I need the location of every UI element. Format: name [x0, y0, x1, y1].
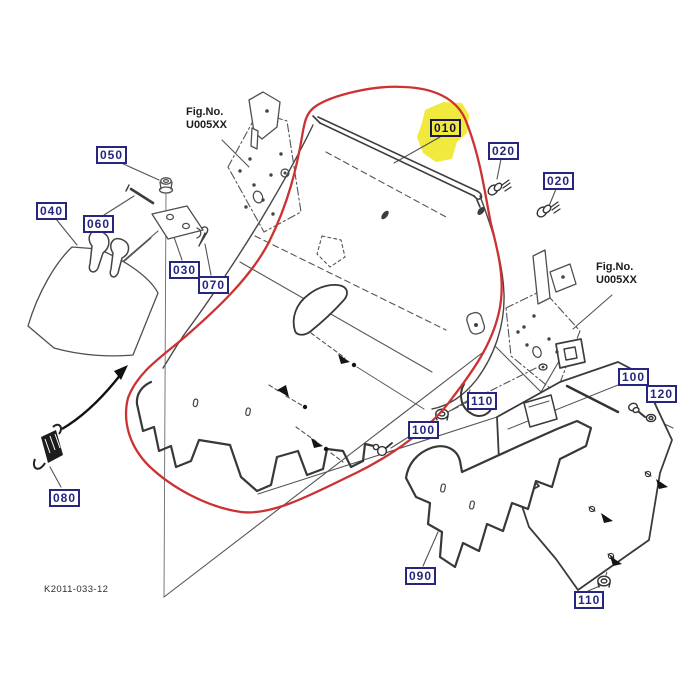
small-screws	[588, 470, 652, 560]
part-label-070[interactable]: 070	[198, 276, 230, 294]
part-080-spring	[33, 423, 63, 470]
plate-holes	[238, 152, 559, 371]
part-label-080[interactable]: 080	[49, 489, 81, 507]
panel-lower-lip	[135, 380, 376, 493]
part-label-100b[interactable]: 100	[618, 368, 650, 386]
fig-ref-1-line2: U005XX	[186, 118, 227, 131]
part-030-hinge-plate	[151, 205, 204, 240]
part-label-090[interactable]: 090	[405, 567, 437, 585]
nut-120	[645, 413, 657, 423]
part-010-hinge-bar	[312, 115, 483, 208]
part-label-060[interactable]: 060	[83, 215, 115, 233]
fig-ref-2-line1: Fig.No.	[596, 261, 634, 273]
fig-ref-2-line2: U005XX	[596, 273, 637, 286]
fig-ref-2: Fig.No. U005XX	[596, 261, 637, 286]
part-label-040[interactable]: 040	[36, 202, 68, 220]
fig-ref-1: Fig.No. U005XX	[186, 106, 227, 131]
part-label-100a[interactable]: 100	[408, 421, 440, 439]
bolt-020-b	[536, 201, 561, 218]
part-label-110b[interactable]: 110	[574, 591, 605, 609]
part-070-pin	[198, 226, 209, 247]
part-shapes	[27, 91, 673, 591]
red-selection-circle	[124, 85, 503, 514]
fasteners	[372, 179, 657, 588]
fig-ref-1-line1: Fig.No.	[186, 106, 224, 118]
part-label-020b[interactable]: 020	[543, 172, 575, 190]
nut-110-b	[597, 575, 611, 588]
chute-outline	[292, 283, 348, 336]
part-label-030[interactable]: 030	[169, 261, 201, 279]
part-label-110a[interactable]: 110	[467, 392, 498, 410]
part-090-cover	[404, 419, 593, 569]
screw-100-b	[627, 402, 646, 418]
part-label-120[interactable]: 120	[646, 385, 678, 403]
direction-arrows	[277, 354, 668, 566]
screw-100-a	[372, 442, 393, 457]
bolt-020-a	[487, 179, 512, 196]
spring-direction-arrow	[61, 365, 128, 431]
part-label-010[interactable]: 010	[430, 119, 462, 137]
drawing-code: K2011-033-12	[44, 584, 109, 595]
part-label-050[interactable]: 050	[96, 146, 128, 164]
part-label-020a[interactable]: 020	[488, 142, 520, 160]
part-050-nut	[158, 177, 174, 194]
highlight-blob	[417, 102, 469, 162]
part-040-flap	[27, 246, 159, 357]
part-060-rod	[129, 187, 155, 205]
